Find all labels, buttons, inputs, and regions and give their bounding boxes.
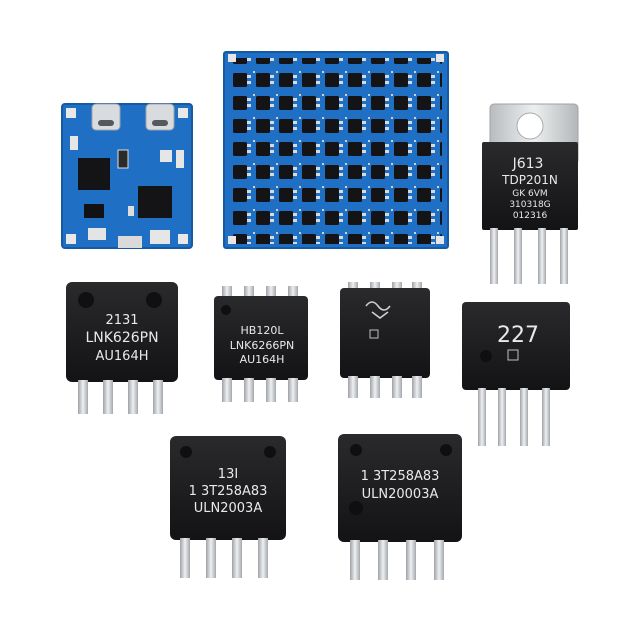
uln2003a-chip-left: 13I 1 3T258A83 ULN2003A [170, 436, 286, 578]
chip-marking: 1 3T258A83 [189, 484, 268, 499]
usb-c-port-icon [91, 103, 121, 131]
lnk6266-chip: HB120L LNK6266PN AU164H [214, 286, 308, 402]
mounting-hole-icon [516, 112, 544, 140]
chip-marking: TDP201N [501, 173, 558, 187]
chip-marking: ULN20003A [362, 487, 439, 502]
chip-marking: 310318G [509, 200, 550, 210]
manufacturer-logo-icon [365, 301, 391, 319]
chip-marking: J613 [512, 156, 544, 172]
chip-marking: 13I [218, 467, 238, 482]
mosfet-array-board [223, 51, 449, 249]
chip-marking: 012316 [513, 211, 548, 221]
chip-marking: AU164H [96, 349, 149, 364]
qfn-chip-icon [78, 158, 110, 190]
chip-marking: LNK6266PN [230, 339, 294, 352]
chip-marking: HB120L [241, 324, 285, 337]
qfn-chip-icon [138, 186, 172, 218]
chip-227: 227 [462, 302, 570, 446]
chip-marking: ULN2003A [194, 501, 263, 516]
chip-marking: 2131 [105, 313, 138, 328]
charger-board [61, 103, 193, 249]
uln2003a-chip-right: 1 3T258A83 ULN20003A [338, 434, 462, 580]
chip-marking: LNK626PN [85, 330, 158, 346]
lnk626-chip: 2131 LNK626PN AU164H [66, 282, 178, 414]
logo-chip [340, 282, 430, 398]
chip-marking: 1 3T258A83 [361, 469, 440, 484]
chip-marking: GK 6VM [512, 189, 547, 199]
chip-marking: AU164H [240, 353, 285, 366]
usb-c-port-icon [145, 103, 175, 131]
to220-transistor: J613 TDP201N GK 6VM 310318G 012316 [482, 103, 579, 284]
chip-marking: 227 [497, 323, 539, 348]
